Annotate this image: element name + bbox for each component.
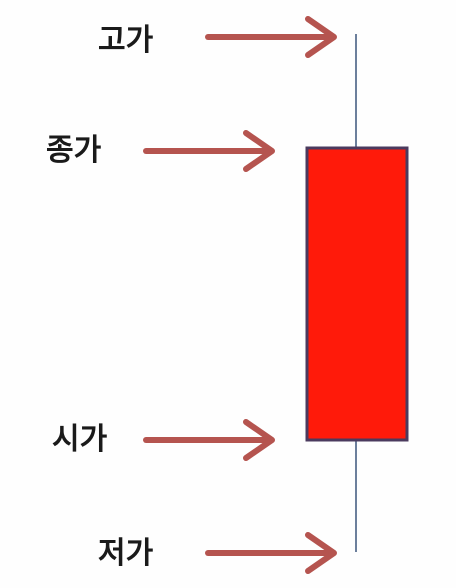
candle-body (305, 146, 409, 442)
label-open: 시가 (52, 422, 108, 457)
label-close: 종가 (46, 133, 102, 168)
arrow-low (205, 532, 337, 574)
arrow-open (143, 419, 275, 461)
arrow-high (205, 16, 337, 58)
label-low: 저가 (98, 536, 154, 571)
arrow-close (143, 130, 275, 172)
label-high: 고가 (98, 23, 154, 58)
